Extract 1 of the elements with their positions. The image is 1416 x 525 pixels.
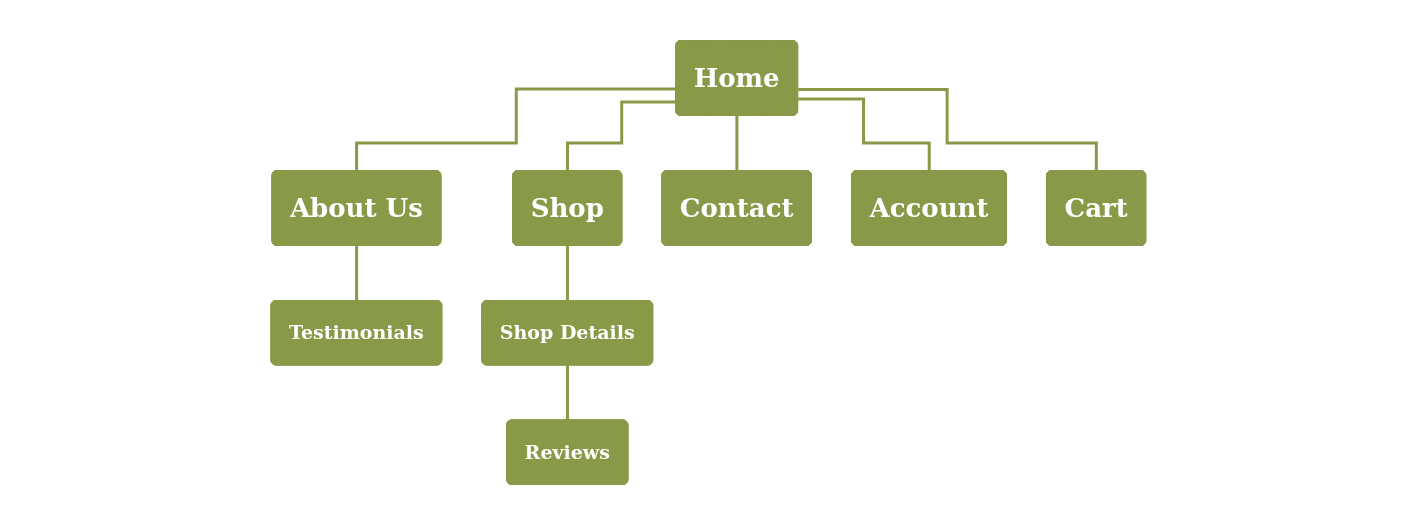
connector [565, 364, 569, 422]
